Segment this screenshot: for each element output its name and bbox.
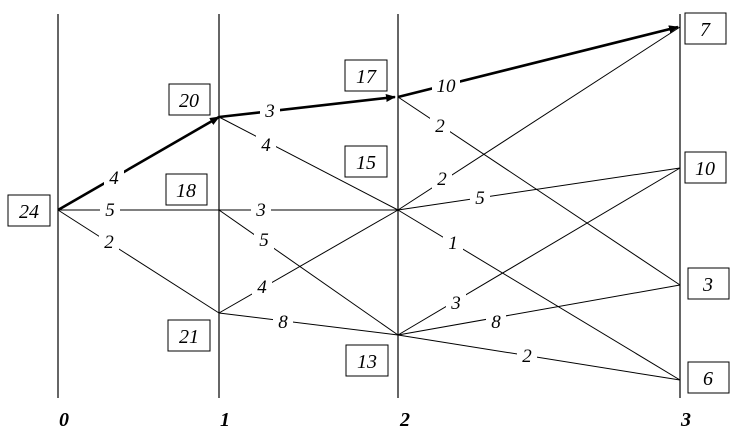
svg-text:4: 4 (261, 135, 271, 156)
node-i: 10 (684, 151, 727, 184)
weight-g-j: 8 (486, 311, 506, 333)
svg-text:18: 18 (176, 180, 196, 202)
edge-b-e-optimal (218, 94, 396, 119)
stage-label-2: 2 (399, 409, 410, 431)
svg-text:10: 10 (437, 76, 457, 97)
svg-text:1: 1 (448, 233, 458, 254)
svg-text:3: 3 (450, 293, 461, 314)
edge-f-i (397, 167, 681, 211)
weight-a-d: 2 (99, 230, 119, 253)
svg-text:7: 7 (700, 19, 711, 41)
svg-text:8: 8 (278, 312, 288, 333)
svg-text:6: 6 (703, 368, 713, 390)
weight-f-k: 1 (443, 232, 463, 254)
edge-c-g (218, 209, 399, 336)
node-e: 17 (344, 59, 388, 92)
edge-a-b-optimal (57, 115, 220, 212)
edge-b-f (218, 116, 399, 211)
edge-g-k (397, 334, 681, 381)
node-g: 13 (345, 344, 389, 377)
node-j: 3 (687, 267, 730, 300)
svg-text:4: 4 (257, 277, 267, 298)
weight-g-i: 3 (446, 292, 466, 314)
edge-a-d (57, 209, 220, 314)
edge-d-f (218, 209, 399, 314)
svg-text:2: 2 (435, 116, 445, 137)
edge-f-k (397, 209, 681, 381)
stage-label-1: 1 (220, 409, 230, 431)
svg-text:20: 20 (179, 90, 199, 112)
svg-text:3: 3 (255, 200, 266, 221)
svg-text:13: 13 (357, 351, 377, 373)
weight-e-h: 10 (432, 75, 460, 97)
weight-b-f: 4 (256, 134, 276, 156)
svg-text:2: 2 (522, 346, 532, 367)
svg-text:24: 24 (19, 201, 39, 223)
stage-label-3: 3 (680, 409, 691, 431)
edge-d-g (218, 312, 399, 336)
svg-text:4: 4 (109, 168, 119, 189)
weight-f-i: 5 (470, 187, 490, 209)
svg-text:5: 5 (259, 230, 269, 251)
node-k: 6 (687, 361, 730, 394)
svg-text:8: 8 (491, 312, 501, 333)
svg-text:15: 15 (356, 152, 376, 174)
weight-c-g: 5 (254, 229, 274, 251)
svg-text:10: 10 (695, 158, 715, 180)
weight-d-f: 4 (252, 276, 272, 298)
svg-text:2: 2 (437, 169, 447, 190)
stage-label-0: 0 (59, 409, 69, 431)
weight-f-h: 2 (432, 168, 452, 190)
svg-text:2: 2 (104, 232, 114, 253)
svg-text:5: 5 (475, 188, 485, 209)
edge-g-j (397, 284, 681, 336)
svg-text:17: 17 (356, 66, 377, 88)
svg-text:3: 3 (702, 274, 713, 296)
node-c: 18 (165, 173, 208, 206)
weight-b-e: 3 (260, 99, 280, 122)
weight-c-f: 3 (251, 199, 271, 221)
svg-text:21: 21 (179, 326, 199, 348)
weight-d-g: 8 (273, 311, 293, 333)
weight-g-k: 2 (517, 345, 537, 367)
weight-a-b: 4 (104, 167, 124, 189)
node-a: 24 (7, 194, 51, 227)
edge-g-i (397, 167, 681, 336)
node-h: 7 (684, 12, 727, 45)
svg-text:5: 5 (105, 200, 115, 221)
svg-text:3: 3 (264, 101, 275, 122)
node-d: 21 (167, 319, 211, 352)
node-f: 15 (344, 145, 388, 178)
node-b: 20 (168, 83, 211, 116)
weight-a-c: 5 (100, 199, 120, 221)
weight-e-j: 2 (430, 115, 450, 137)
